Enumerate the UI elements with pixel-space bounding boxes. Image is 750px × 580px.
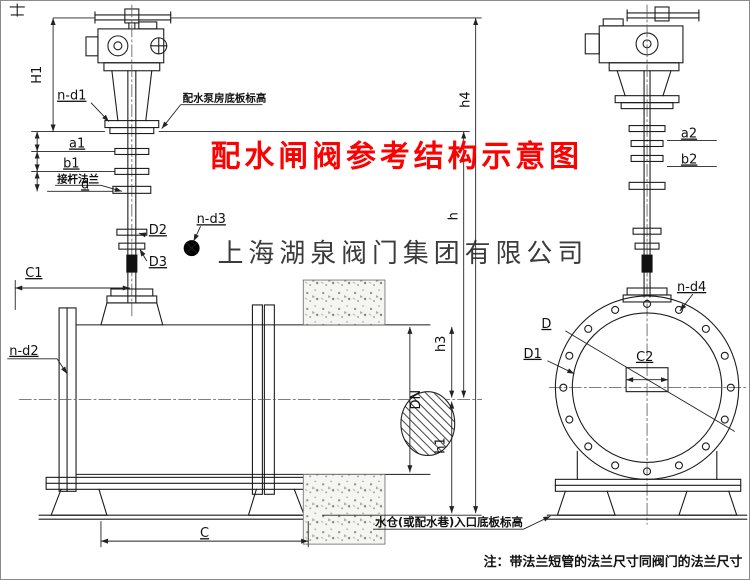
right-view-base xyxy=(546,450,748,520)
dimension-labels: H1 n-d1 a1 b1 d D2 n-d3 D3 C1 n-d2 C DN … xyxy=(9,66,706,541)
dim-label-n-d2: n-d2 xyxy=(9,344,38,359)
dim-label-b1: b1 xyxy=(63,156,79,171)
dim-label-b2: b2 xyxy=(681,152,697,167)
dim-label-h4: h4 xyxy=(459,91,474,107)
dim-label-d: d xyxy=(81,177,89,192)
dim-label-n-d4: n-d4 xyxy=(677,280,706,295)
dim-label-D1: D1 xyxy=(523,347,541,362)
footer-note: 注：带法兰短管的法兰尺寸同阀门的法兰尺寸 xyxy=(484,554,743,570)
callout-labels: 配水泵房底板标高 接杆法兰 水仓(或配水巷)入口底板标高 xyxy=(57,92,523,530)
pipe-section-ellipse xyxy=(400,391,456,456)
dim-label-n-d3: n-d3 xyxy=(197,212,226,227)
dim-label-h: h xyxy=(447,212,462,220)
dim-label-h1: h1 xyxy=(434,437,449,453)
callout-stem-flange: 接杆法兰 xyxy=(57,172,99,185)
dim-label-C2: C2 xyxy=(636,350,653,365)
callout-inlet-floor: 水仓(或配水巷)入口底板标高 xyxy=(375,515,523,529)
dim-label-C: C xyxy=(200,526,209,541)
company-watermark: 上海湖泉阀门集团有限公司 xyxy=(218,239,589,269)
right-view-stem xyxy=(614,4,680,525)
corner-mark xyxy=(9,3,25,17)
dimension-lines xyxy=(7,17,735,548)
dim-label-a2: a2 xyxy=(681,127,697,142)
dim-label-D2: D2 xyxy=(149,223,167,238)
diagram-title: 配水闸阀参考结构示意图 xyxy=(211,139,583,174)
dim-label-a1: a1 xyxy=(69,136,85,151)
dim-label-C1: C1 xyxy=(25,266,42,281)
dim-label-H1: H1 xyxy=(30,66,45,84)
dim-label-D: D xyxy=(541,317,551,332)
right-view-actuator xyxy=(584,6,700,97)
dim-label-D3: D3 xyxy=(149,255,167,270)
dim-label-n-d1: n-d1 xyxy=(57,89,86,104)
dim-label-h3: h3 xyxy=(434,336,449,352)
left-view-actuator xyxy=(85,8,172,122)
callout-pump-room-floor: 配水泵房底板标高 xyxy=(183,92,267,105)
wall-hatch xyxy=(302,279,386,545)
dim-label-DN: DN xyxy=(409,390,424,410)
